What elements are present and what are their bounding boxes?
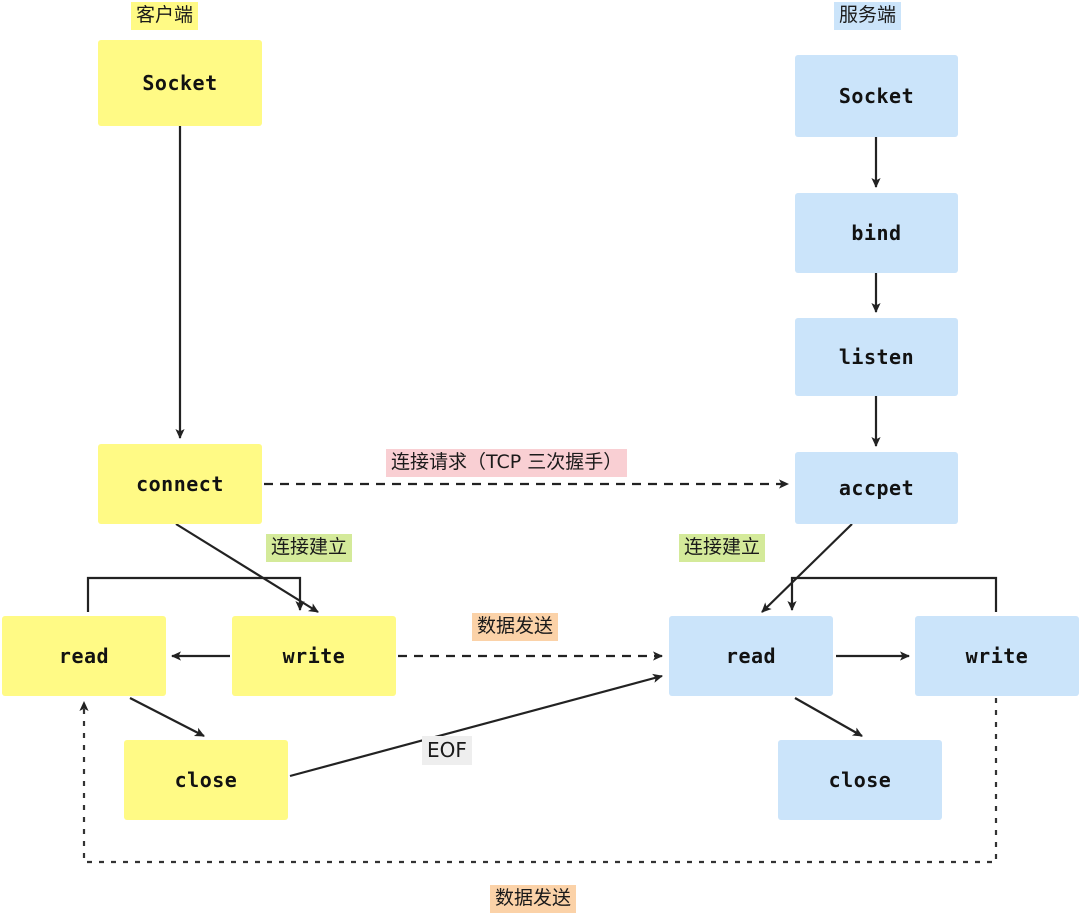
node-client-write[interactable]: write — [232, 616, 396, 696]
node-client-connect[interactable]: connect — [98, 444, 262, 524]
label-eof: EOF — [422, 736, 472, 765]
edge-client-connect-to-write — [175, 523, 319, 613]
edge-client-read-to-close — [129, 697, 205, 737]
node-server-listen[interactable]: listen — [795, 318, 958, 396]
edge-server-read-to-close — [794, 697, 863, 737]
label-data-send-bottom: 数据发送 — [490, 885, 577, 913]
node-server-read[interactable]: read — [669, 616, 833, 696]
node-server-bind[interactable]: bind — [795, 193, 958, 273]
label-server-connection-established: 连接建立 — [679, 534, 766, 562]
edge-server-write-to-client-read-dashed — [79, 698, 998, 864]
node-server-close[interactable]: close — [778, 740, 942, 820]
node-server-socket[interactable]: Socket — [795, 55, 958, 137]
edge-server-write-to-read-bracket — [787, 576, 998, 612]
server-column-title: 服务端 — [834, 2, 902, 30]
node-client-socket[interactable]: Socket — [98, 40, 262, 126]
edge-client-close-to-server-read-eof — [289, 673, 663, 778]
node-client-close[interactable]: close — [124, 740, 288, 820]
node-server-write[interactable]: write — [915, 616, 1079, 696]
edge-server-accpet-to-read — [761, 523, 853, 613]
client-column-title: 客户端 — [131, 2, 199, 30]
edge-client-read-to-write-bracket — [86, 576, 305, 612]
label-data-send-top: 数据发送 — [472, 613, 559, 641]
node-server-accpet[interactable]: accpet — [795, 452, 958, 524]
label-connect-request: 连接请求（TCP 三次握手） — [386, 449, 628, 477]
node-client-read[interactable]: read — [2, 616, 166, 696]
label-client-connection-established: 连接建立 — [266, 534, 353, 562]
